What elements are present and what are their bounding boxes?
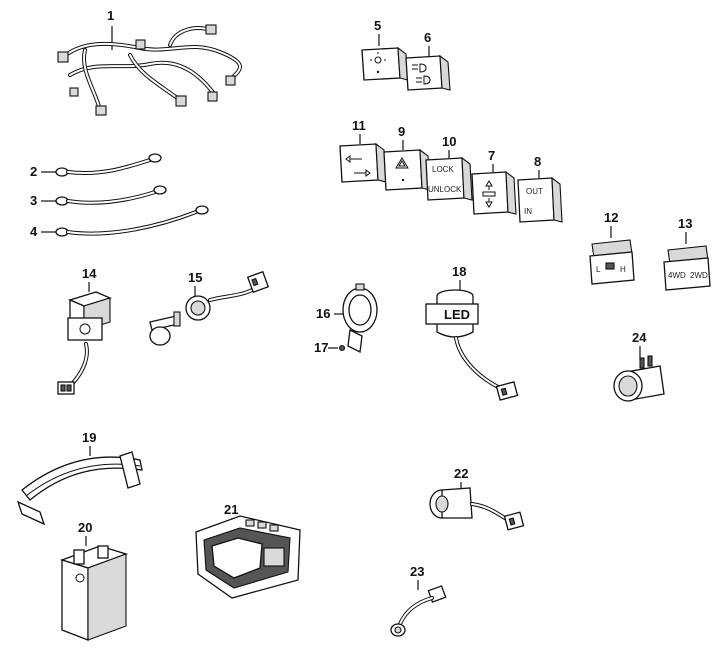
callout-10: 10 [442, 134, 456, 149]
switch-8-bottom-label: IN [524, 207, 532, 216]
part-24-buzzer: 24 [613, 330, 665, 402]
callout-17: 17 [314, 340, 328, 355]
part-8-winch-switch: 8 OUT IN [517, 154, 563, 223]
callout-23: 23 [410, 564, 424, 579]
part-14-relay: 14 [57, 266, 112, 395]
callout-6: 6 [424, 30, 431, 45]
callout-22: 22 [454, 466, 468, 481]
callout-5: 5 [374, 18, 381, 33]
callout-4: 4 [30, 224, 38, 239]
callout-3: 3 [30, 193, 37, 208]
part-13-4wd-switch: 13 4WD 2WD [663, 216, 711, 291]
part-1-wiring-harness: 1 [57, 8, 242, 116]
indicator-18-label: LED [444, 307, 470, 322]
callout-18: 18 [452, 264, 466, 279]
part-2-ground-cable: 2 [30, 153, 162, 179]
callout-14: 14 [82, 266, 97, 281]
callout-24: 24 [632, 330, 647, 345]
callout-9: 9 [398, 124, 405, 139]
callout-8: 8 [534, 154, 541, 169]
callout-1: 1 [107, 8, 114, 23]
part-19-strap: 19 [16, 430, 143, 526]
switch-10-top-label: LOCK [432, 165, 454, 174]
part-17-screw: 17 [314, 340, 346, 355]
part-23-sensor-lead: 23 [390, 564, 447, 637]
part-10-lock-switch: 10 LOCK UNLOCK [425, 134, 473, 201]
part-16-bracket-ring: 16 [316, 283, 378, 353]
callout-19: 19 [82, 430, 96, 445]
switch-12-left-label: L [596, 265, 601, 274]
switch-13-right-label: 2WD [690, 271, 708, 280]
callout-21: 21 [224, 502, 238, 517]
switch-12-right-label: H [620, 265, 626, 274]
callout-12: 12 [604, 210, 618, 225]
part-9-hazard-switch: 9 [383, 124, 431, 191]
part-11-turn-signal-switch: 11 [339, 118, 387, 183]
part-4-ground-cable: 4 [30, 205, 209, 239]
callout-13: 13 [678, 216, 692, 231]
part-12-hi-lo-switch: 12 L H [589, 210, 635, 285]
switch-8-top-label: OUT [526, 187, 543, 196]
callout-11: 11 [352, 118, 366, 133]
callout-20: 20 [78, 520, 92, 535]
callout-7: 7 [488, 148, 495, 163]
switch-10-bottom-label: UNLOCK [428, 185, 462, 194]
part-22-power-socket: 22 [429, 466, 525, 531]
callout-16: 16 [316, 306, 330, 321]
switch-13-left-label: 4WD [668, 271, 686, 280]
part-15-ignition-switch: 15 [149, 270, 270, 346]
part-6-headlight-switch: 6 [405, 30, 451, 91]
part-7-diff-switch: 7 [471, 148, 517, 215]
part-18-led-indicator: 18 LED [425, 264, 519, 401]
callout-15: 15 [188, 270, 202, 285]
part-21-instrument-cluster: 21 [195, 502, 301, 599]
part-20-battery: 20 [59, 520, 129, 641]
part-3-ground-cable: 3 [30, 185, 167, 208]
callout-2: 2 [30, 164, 37, 179]
part-5-light-switch: 5 [361, 18, 409, 81]
